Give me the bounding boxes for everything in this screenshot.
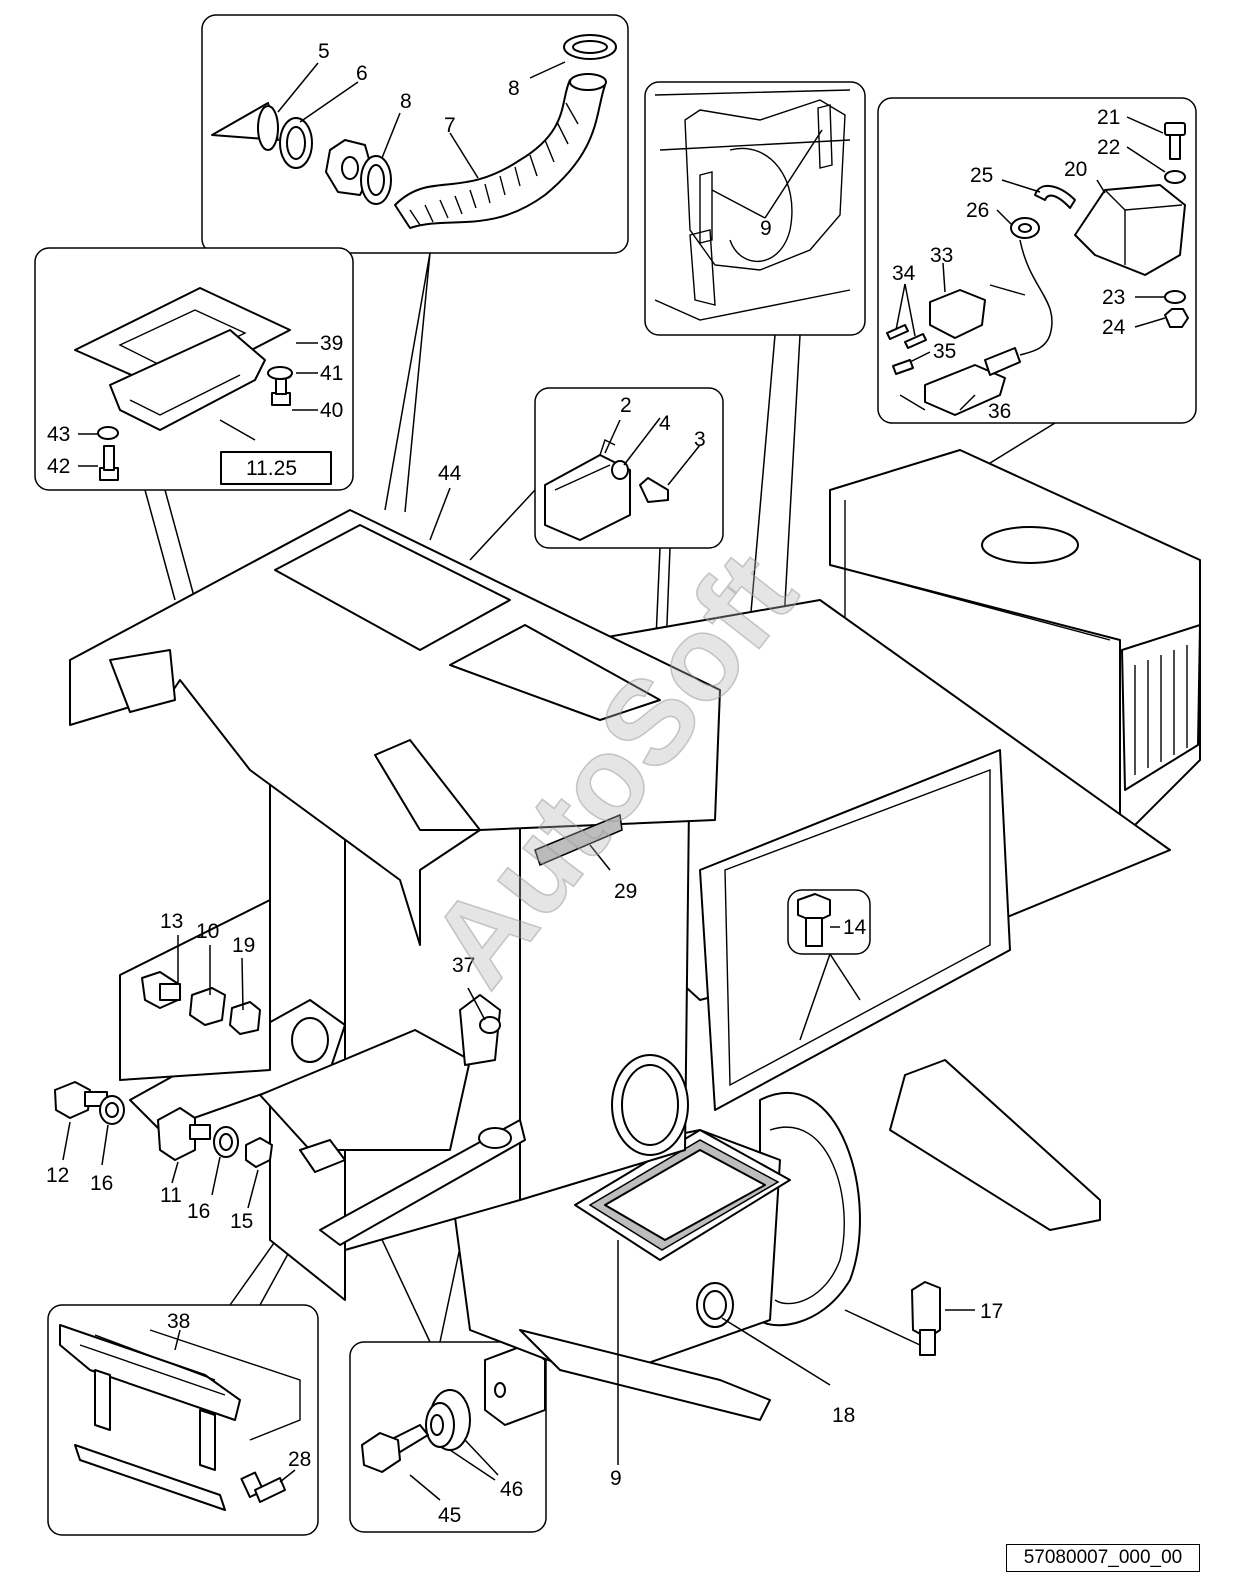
callout-28: 28 [288, 1448, 311, 1471]
callout-10: 10 [196, 920, 219, 943]
drawing-number: 57080007_000_00 [1006, 1544, 1200, 1572]
callout-20: 20 [1064, 158, 1087, 181]
callout-38: 38 [167, 1310, 190, 1333]
callout-11: 11 [160, 1184, 182, 1207]
inset-fastener-panel [339, 1149, 547, 1533]
callout-9: 9 [610, 1467, 622, 1490]
inset-hose-panel [201, 14, 629, 513]
callout-41: 41 [320, 362, 343, 385]
callout-26: 26 [966, 199, 989, 222]
callout-3: 3 [694, 428, 706, 451]
inset-plate-panel [34, 247, 354, 601]
callout-8: 8 [400, 90, 412, 113]
callout-8: 8 [508, 77, 520, 100]
callout-42: 42 [47, 455, 70, 478]
callout-45: 45 [438, 1504, 461, 1527]
callout-19: 19 [232, 934, 255, 957]
callout-43: 43 [47, 423, 70, 446]
callout-34: 34 [892, 262, 916, 285]
callout-22: 22 [1097, 136, 1120, 159]
main-frame-assembly [54, 449, 1201, 1465]
callout-37: 37 [452, 954, 475, 977]
inset-sensor-panel [644, 81, 866, 971]
reference-box-label: 11.25 [246, 457, 297, 480]
callout-16: 16 [90, 1172, 113, 1195]
callout-33: 33 [930, 244, 953, 267]
callout-39: 39 [320, 332, 343, 355]
callout-36: 36 [988, 400, 1011, 423]
callout-46: 46 [500, 1478, 523, 1501]
callout-35: 35 [933, 340, 956, 363]
callout-5: 5 [318, 40, 330, 63]
callout-18: 18 [832, 1404, 855, 1427]
callout-40: 40 [320, 399, 343, 422]
callout-16: 16 [187, 1200, 210, 1223]
callout-2: 2 [620, 394, 632, 417]
callout-23: 23 [1102, 286, 1125, 309]
callout-44: 44 [438, 462, 462, 485]
callout-14: 14 [843, 916, 867, 939]
callout-25: 25 [970, 164, 993, 187]
inset-connector-panel [47, 1149, 346, 1536]
callout-12: 12 [46, 1164, 69, 1187]
callout-7: 7 [444, 114, 456, 137]
callout-29: 29 [614, 880, 637, 903]
callout-24: 24 [1102, 316, 1126, 339]
callout-6: 6 [356, 62, 368, 85]
callout-13: 13 [160, 910, 183, 933]
callout-15: 15 [230, 1210, 253, 1233]
inset-relay-panel [877, 97, 1197, 469]
callout-9: 9 [760, 217, 772, 240]
inset-bracket-panel [469, 387, 724, 1001]
callout-labels: 5 6 8 7 8 9 21 22 20 25 26 33 34 23 24 3… [46, 40, 1126, 1527]
callout-21: 21 [1097, 106, 1120, 129]
callout-4: 4 [659, 412, 671, 435]
callout-17: 17 [980, 1300, 1003, 1323]
